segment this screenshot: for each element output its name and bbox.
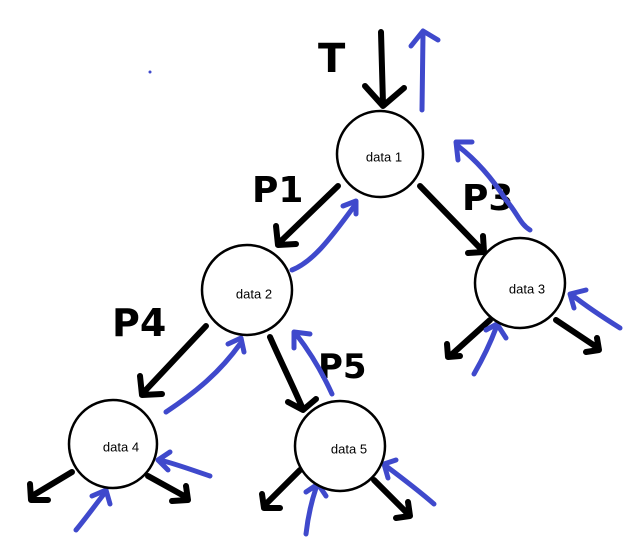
n4-right-null-arrow xyxy=(145,473,191,504)
edge-n1-n3-arrow xyxy=(417,183,487,256)
node-data-5-circle xyxy=(293,399,387,493)
n5-left-null-arrow xyxy=(259,467,303,511)
return-n5-to-n2-arrow xyxy=(291,329,335,397)
node-data-3-label: data 3 xyxy=(509,281,545,296)
n4-incoming-bottom-arrow xyxy=(73,487,113,533)
edge-n1-n2-arrow xyxy=(273,183,341,248)
node-data-1: data 1 xyxy=(335,109,425,199)
n4-incoming-right-arrow xyxy=(155,449,213,479)
node-data-4-circle xyxy=(67,398,159,490)
node-data-3: data 3 xyxy=(473,236,567,330)
p4-label: P4 xyxy=(112,301,166,345)
n5-incoming-right-arrow xyxy=(381,457,437,507)
p1-label: P1 xyxy=(252,170,303,211)
edge-n2-n4-arrow xyxy=(137,323,209,398)
node-data-4: data 4 xyxy=(67,398,159,490)
node-data-5: data 5 xyxy=(293,399,387,493)
node-data-5-label: data 5 xyxy=(331,441,367,456)
n3-incoming-right-arrow xyxy=(567,287,623,331)
node-data-2-label: data 2 xyxy=(236,286,272,301)
return-n2-to-n1-arrow xyxy=(289,198,359,273)
n5-incoming-bottom-arrow xyxy=(303,481,329,537)
node-data-1-label: data 1 xyxy=(366,149,402,164)
node-data-4-label: data 4 xyxy=(103,439,139,454)
root-up-arrow xyxy=(408,28,441,113)
n4-left-null-arrow xyxy=(27,469,75,503)
node-data-2: data 2 xyxy=(200,243,294,337)
node-data-3-circle xyxy=(473,236,567,330)
n3-right-null-arrow xyxy=(553,317,602,355)
node-data-1-circle xyxy=(335,109,425,199)
root-pointer: T xyxy=(318,28,441,113)
edge-n2-n5-arrow xyxy=(267,334,319,413)
return-n3-to-n1-arrow xyxy=(453,139,533,233)
node-data-2-circle xyxy=(200,243,294,337)
root-down-arrow xyxy=(362,29,407,109)
n3-incoming-bottom-arrow xyxy=(471,321,509,377)
return-n4-to-n2-arrow xyxy=(163,335,247,415)
n3-left-null-arrow xyxy=(444,317,493,360)
root-pointer-label: T xyxy=(318,36,346,82)
n5-right-null-arrow xyxy=(371,477,413,521)
stray-dot xyxy=(148,70,152,74)
